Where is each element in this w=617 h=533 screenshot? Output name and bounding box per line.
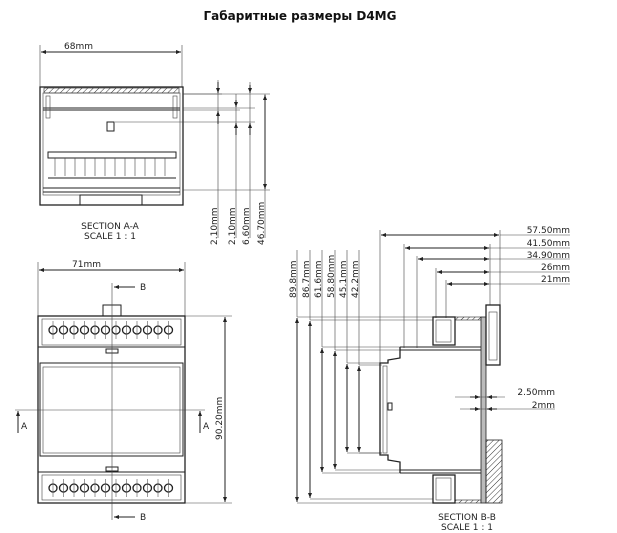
section-a-a-view: 68mm 2.10mm 2.10mm 6.60mm 46.70mm (39, 42, 270, 245)
dim-label: 2.10mm (210, 207, 220, 245)
terminal-row-bottom (48, 479, 174, 497)
section-marker-b: B (140, 513, 146, 523)
dim-label: 45.1mm (339, 260, 349, 298)
dim-label: 34.90mm (527, 251, 570, 261)
housing-outline (39, 86, 184, 206)
dim-label: 2.50mm (517, 388, 555, 398)
front-view: 71mm B B A A 90.20mm (15, 260, 232, 523)
section-scale: SCALE 1 : 1 (441, 523, 493, 533)
page-title: Габаритные размеры D4MG (203, 9, 397, 23)
dim-label: 2mm (532, 401, 555, 411)
dim-label: 2.10mm (228, 207, 238, 245)
dim-label: 41.50mm (527, 239, 570, 249)
section-caption: SECTION A-A (81, 222, 140, 232)
section-marker-a: A (203, 422, 210, 432)
section-caption: SECTION B-B (438, 513, 496, 523)
width-dim-label: 71mm (72, 260, 101, 270)
section-b-b-view: 57.50mm 41.50mm 34.90mm 26mm 21mm 89.8mm… (289, 226, 570, 533)
section-scale: SCALE 1 : 1 (84, 232, 136, 242)
dim-label: 46.70mm (257, 202, 267, 245)
terminal-row-top (48, 321, 174, 339)
height-dim-label: 90.20mm (215, 397, 225, 440)
dim-label: 86.7mm (302, 260, 312, 298)
dim-label: 21mm (541, 275, 570, 285)
dim-label: 57.50mm (527, 226, 570, 236)
section-marker-a: A (21, 422, 28, 432)
dim-label: 26mm (541, 263, 570, 273)
housing-outline (37, 315, 186, 504)
width-dim-label: 68mm (64, 42, 93, 52)
dim-label: 89.8mm (289, 260, 299, 298)
dim-label: 58.80mm (327, 255, 337, 298)
dim-label: 61.6mm (314, 260, 324, 298)
dim-label: 6.60mm (242, 207, 252, 245)
section-marker-b: B (140, 283, 146, 293)
dim-label: 42.2mm (351, 260, 361, 298)
